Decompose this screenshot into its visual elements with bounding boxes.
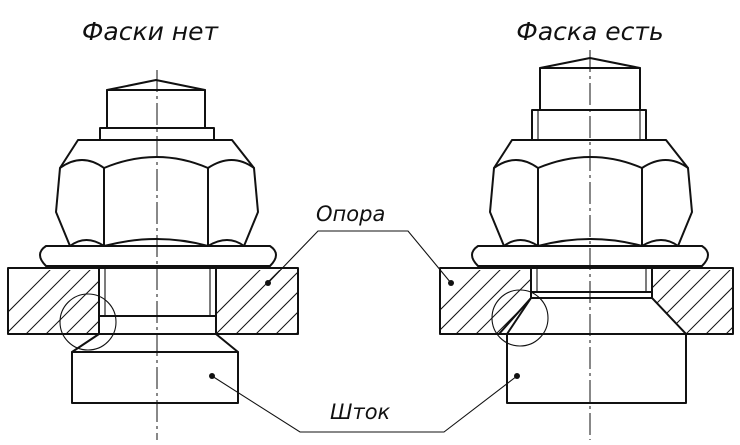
title-no-chamfer: Фаски нет [82,17,220,46]
rod-left [71,267,239,404]
support-plate-right [439,267,734,335]
assembly-with-chamfer [439,50,734,440]
leader-dot-support-left [265,280,271,286]
leader-dot-rod-right [514,373,520,379]
hex-nut-right [489,139,693,247]
hex-nut-left [55,139,259,247]
rod-top-left [99,79,215,141]
flange-washer-left [39,245,277,267]
rod-right [498,267,687,404]
assembly-no-chamfer [7,70,299,440]
callout-rod: Шток [209,373,520,433]
rod-top-right [531,57,647,141]
detail-circle-right [491,289,549,347]
callout-support: Опора [265,202,454,286]
detail-circle-left [59,293,117,351]
title-with-chamfer: Фаска есть [516,17,663,46]
leader-dot-rod-left [209,373,215,379]
callout-support-label: Опора [316,202,385,226]
leader-dot-support-right [448,280,454,286]
callout-rod-label: Шток [330,400,391,424]
